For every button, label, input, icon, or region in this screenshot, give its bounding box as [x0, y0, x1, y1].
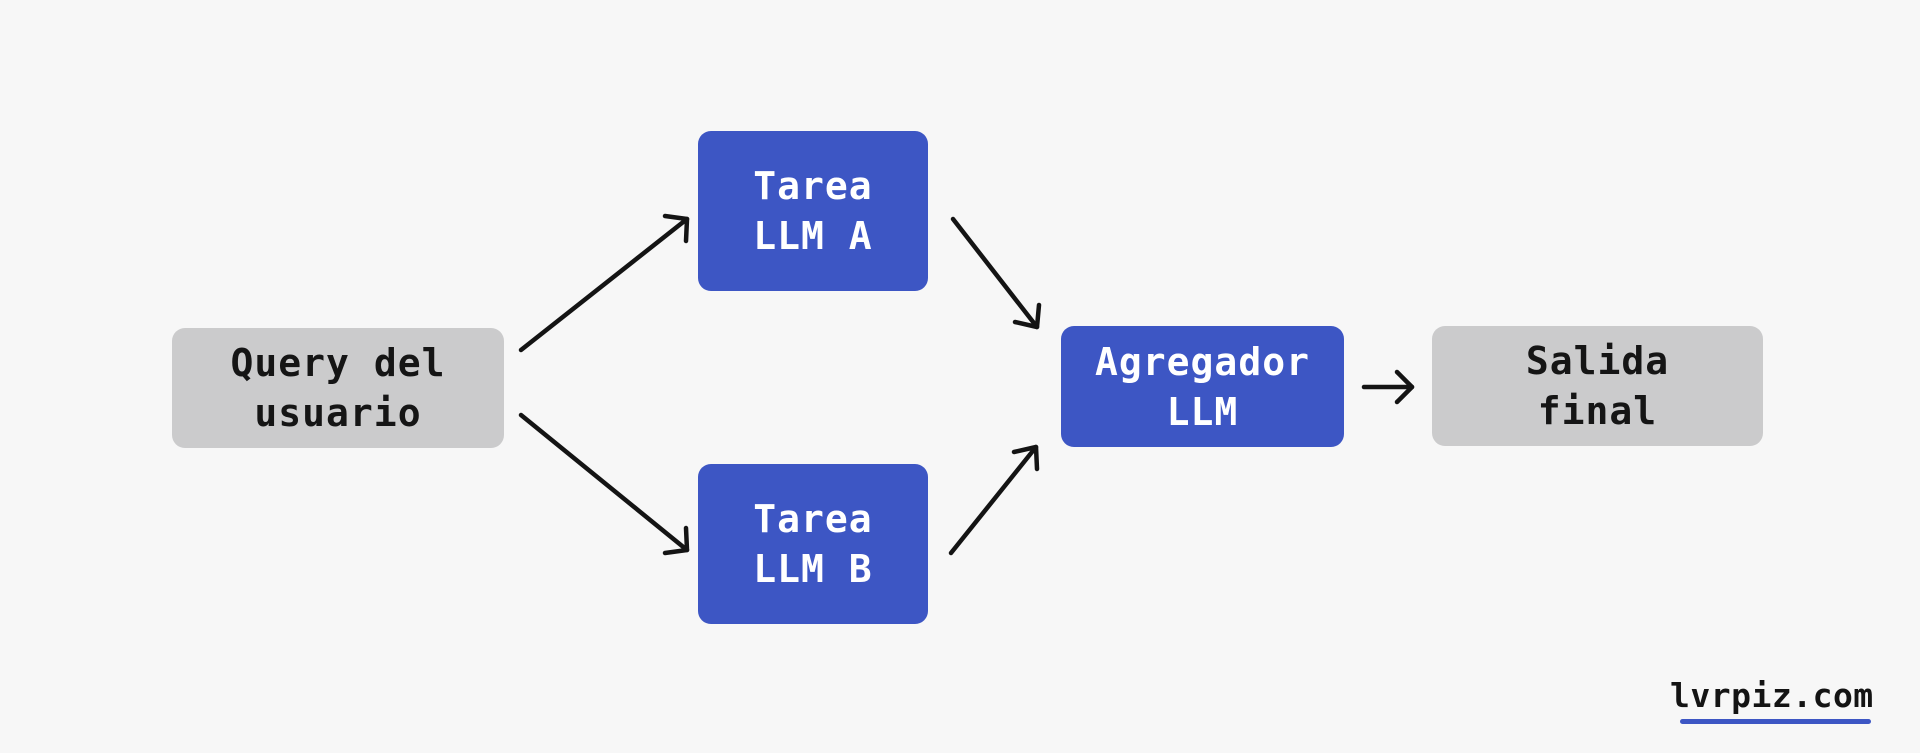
user-query-label: Query del usuario [230, 341, 446, 435]
arrow-task-b-to-aggregator [948, 444, 1040, 556]
llm-task-b-label: Tarea LLM B [753, 497, 873, 591]
brand-link[interactable]: lvrpiz.com [1670, 676, 1874, 715]
llm-aggregator-label: Agregador LLM [1095, 339, 1310, 434]
user-query-node: Query del usuario [172, 328, 504, 448]
final-output-node: Salida final [1432, 326, 1763, 446]
arrow-query-to-task-b [518, 412, 690, 556]
arrow-task-a-to-aggregator [950, 216, 1042, 330]
final-output-label: Salida final [1525, 339, 1670, 433]
llm-aggregator-node: Agregador LLM [1061, 326, 1344, 447]
arrow-aggregator-to-output [1361, 369, 1415, 405]
arrow-query-to-task-a [518, 213, 690, 353]
llm-task-a-label: Tarea LLM A [753, 164, 873, 258]
llm-task-b-node: Tarea LLM B [698, 464, 928, 624]
llm-task-a-node: Tarea LLM A [698, 131, 928, 291]
brand-underline [1680, 719, 1871, 724]
